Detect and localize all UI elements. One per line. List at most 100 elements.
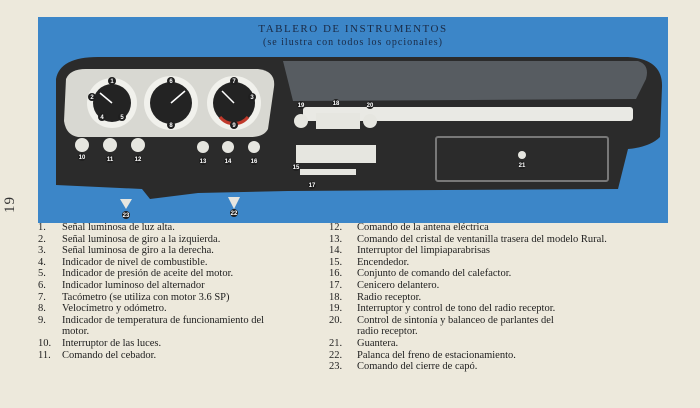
- parking-brake-lever: [228, 197, 240, 209]
- figure-title: TABLERO DE INSTRUMENTOS: [258, 23, 448, 35]
- legend-item-14: 14.Interruptor del limpiaparabrisas: [329, 245, 659, 257]
- legend-text: Radio receptor.: [357, 291, 422, 303]
- legend-text: Indicador luminoso del alternador: [62, 279, 205, 291]
- svg-text:1: 1: [110, 79, 114, 85]
- legend-item-20-continued: radio receptor.: [329, 326, 659, 338]
- svg-text:17: 17: [309, 183, 316, 189]
- svg-text:3: 3: [250, 95, 254, 101]
- ashtray: [300, 169, 356, 175]
- legend-number: 22.: [329, 349, 343, 361]
- svg-text:16: 16: [251, 159, 258, 165]
- legend-text: Indicador de temperatura de funcionamien…: [62, 314, 265, 326]
- legend-item-9: 9.Indicador de temperatura de funcionami…: [38, 315, 323, 327]
- legend-item-12: 12.Comando de la antena eléctrica: [329, 222, 659, 234]
- legend-item-13: 13. Comando del cristal de ventanilla tra…: [329, 234, 659, 246]
- legend-text: radio receptor.: [357, 326, 418, 338]
- legend-text: Señal luminosa de luz alta.: [62, 222, 175, 233]
- legend-text: Comando del cebador.: [62, 349, 157, 361]
- svg-text:10: 10: [79, 155, 86, 161]
- legend-item-3: 3.Señal luminosa de giro a la derecha.: [38, 245, 323, 257]
- legend-item-10: 10.Interruptor de las luces.: [38, 338, 323, 350]
- legend-number: 18.: [329, 291, 343, 303]
- callout-16: 16: [250, 157, 258, 165]
- legend-text: Comando del cierre de capó.: [357, 361, 478, 373]
- legend-item-19: 19.Interruptor y control de tono del rad…: [329, 303, 659, 315]
- glovebox: [435, 136, 609, 182]
- legend-text: Señal luminosa de giro a la derecha.: [62, 245, 214, 257]
- legend-number: 4.: [38, 256, 46, 268]
- legend-text: Comando del cristal de ventanilla traser…: [357, 233, 607, 245]
- svg-text:8: 8: [169, 123, 173, 129]
- legend-right-column: 12.Comando de la antena eléctrica 13. Com…: [329, 222, 659, 373]
- legend-number: 21.: [329, 337, 343, 349]
- knob-13: [197, 141, 209, 153]
- knob-15: [248, 141, 260, 153]
- legend-text: Tacómetro (se utiliza con motor 3.6 SP): [62, 291, 230, 303]
- callout-3: 3: [248, 93, 256, 101]
- legend-number: 8.: [38, 303, 46, 315]
- legend-number: 23.: [329, 361, 343, 373]
- svg-text:23: 23: [123, 213, 130, 219]
- legend-number: 17.: [329, 279, 343, 291]
- legend-number: 12.: [329, 222, 343, 233]
- legend-number: 13.: [329, 233, 343, 245]
- legend-number: 6.: [38, 279, 46, 291]
- callout-5: 5: [118, 113, 126, 121]
- legend-item-7: 7. Tacómetro (se utiliza con motor 3.6 SP…: [38, 292, 323, 304]
- legend-text: Conjunto de comando del calefactor.: [357, 268, 512, 280]
- callout-19: 19: [297, 101, 305, 109]
- svg-text:6: 6: [169, 79, 173, 85]
- legend-text: Indicador de nivel de combustible.: [62, 256, 208, 268]
- callout-12: 12: [134, 155, 142, 163]
- heater-control: [296, 145, 376, 163]
- hood-release-lever: [120, 199, 132, 209]
- legend-item-21: 21.Guantera.: [329, 338, 659, 350]
- svg-text:21: 21: [519, 163, 526, 169]
- legend-item-15: 15.Encendedor.: [329, 257, 659, 269]
- svg-text:18: 18: [333, 101, 340, 107]
- legend-number: 5.: [38, 268, 46, 280]
- svg-text:11: 11: [107, 157, 114, 163]
- gauge-tachometer: [207, 76, 261, 130]
- callout-14: 14: [224, 157, 232, 165]
- knob-11: [103, 138, 117, 152]
- page-number: 19: [2, 196, 18, 213]
- svg-text:14: 14: [225, 159, 232, 165]
- legend-text: Palanca del freno de estacionamiento.: [357, 349, 516, 361]
- callout-7: 7: [230, 77, 238, 85]
- legend-item-9-continued: motor.: [38, 326, 323, 338]
- callout-18: 18: [332, 99, 340, 107]
- legend-number: 7.: [38, 291, 46, 303]
- legend-text: Cenicero delantero.: [357, 279, 440, 291]
- svg-text:4: 4: [100, 115, 104, 121]
- gauge-left: [87, 78, 137, 128]
- legend-text: Velocímetro y odómetro.: [62, 303, 167, 315]
- dashboard-illustration: 1 2 3 4 5 6 7 8 9 10 11 12 13 14 15 16 1…: [38, 17, 668, 223]
- dash-top-pad: [283, 61, 647, 101]
- callout-15: 15: [292, 163, 300, 171]
- callout-4: 4: [98, 113, 106, 121]
- svg-text:12: 12: [135, 157, 142, 163]
- chrome-strip: [303, 107, 633, 121]
- svg-text:15: 15: [293, 165, 300, 171]
- legend-item-8: 8. Velocímetro y odómetro.: [38, 303, 323, 315]
- callout-11: 11: [106, 155, 114, 163]
- callout-17: 17: [308, 181, 316, 189]
- radio-knob-left: [294, 114, 308, 128]
- gauge-speedometer: [144, 76, 198, 130]
- legend-left-column: 1.Señal luminosa de luz alta. 2.Señal lu…: [38, 222, 323, 361]
- callout-10: 10: [78, 153, 86, 161]
- dashboard-drawing: 1 2 3 4 5 6 7 8 9 10 11 12 13 14 15 16 1…: [56, 57, 663, 219]
- legend-number: 2.: [38, 233, 46, 245]
- callout-2: 2: [88, 93, 96, 101]
- svg-text:20: 20: [367, 103, 374, 109]
- svg-text:13: 13: [200, 159, 207, 165]
- legend-text: Encendedor.: [357, 256, 410, 268]
- svg-text:22: 22: [231, 211, 238, 217]
- legend-number: [329, 326, 357, 338]
- legend-item-5: 5.Indicador de presión de aceite del mot…: [38, 268, 323, 280]
- legend-item-11: 11. Comando del cebador.: [38, 350, 323, 362]
- svg-text:2: 2: [90, 95, 94, 101]
- knob-10: [75, 138, 89, 152]
- legend-number: 11.: [38, 349, 51, 361]
